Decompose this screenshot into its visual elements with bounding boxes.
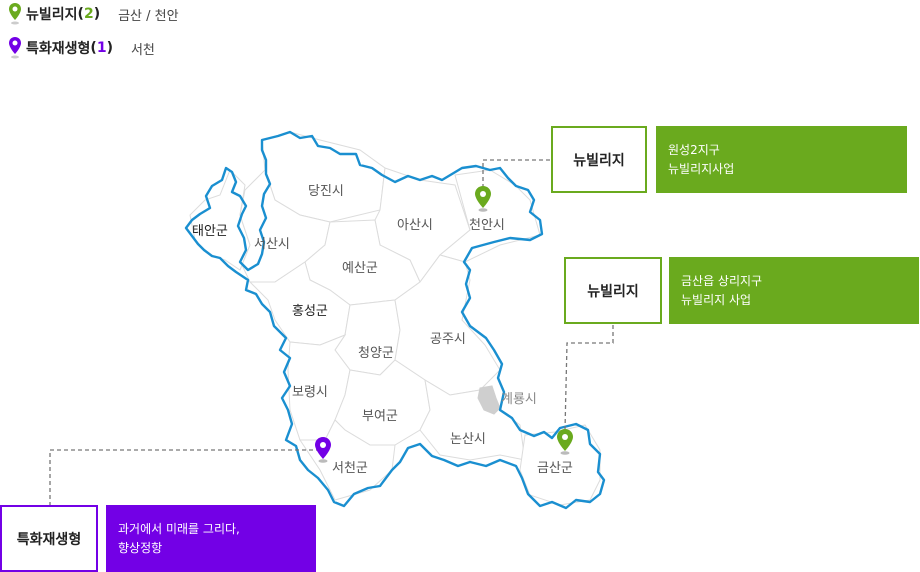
leader-line-seocheon [49, 446, 324, 505]
label-asan: 아산시 [397, 218, 433, 233]
legend-count: 2 [83, 6, 94, 22]
callout-desc-line: 뉴빌리지 사업 [681, 292, 752, 307]
legend-item-newvillage: 뉴빌리지(2) 금산 / 천안 [8, 2, 179, 26]
label-buyeo: 부여군 [362, 409, 398, 424]
legend-paren-open: ( [77, 6, 84, 22]
label-gongju: 공주시 [430, 332, 466, 347]
label-cheongyang: 청양군 [358, 346, 394, 361]
leader-line-cheonan [482, 159, 551, 188]
region-shapes [189, 131, 601, 506]
map-pin-green-icon[interactable] [475, 186, 491, 212]
label-hongseong: 홍성군 [292, 304, 328, 319]
callout-label-seocheon[interactable]: 특화재생형 [0, 505, 98, 572]
callout-desc-geumsan[interactable]: 금산읍 상리지구 뉴빌리지 사업 [669, 257, 919, 324]
legend-count: 1 [96, 40, 107, 56]
label-geumsan: 금산군 [537, 461, 573, 476]
callout-desc-line: 뉴빌리지사업 [668, 161, 735, 176]
legend-item-special: 특화재생형(1) 서천 [8, 36, 155, 60]
region-labels: 당진시 태안군 서산시 아산시 천안시 예산군 홍성군 청양군 공주시 보령시 … [192, 184, 573, 476]
callout-label-cheonan[interactable]: 뉴빌리지 [551, 126, 647, 193]
label-gyeryong: 계룡시 [501, 392, 537, 407]
map-pin-purple-icon[interactable] [315, 437, 331, 463]
region-geumsan[interactable] [519, 424, 601, 506]
label-boryeong: 보령시 [292, 385, 328, 400]
label-dangjin: 당진시 [308, 184, 344, 199]
callout-desc-line: 원성2지구 [668, 142, 720, 157]
label-seosan: 서산시 [254, 237, 290, 252]
region-gyeryong[interactable] [477, 385, 501, 415]
label-seocheon: 서천군 [332, 461, 368, 476]
callout-desc-line: 과거에서 미래를 그리다, [118, 521, 240, 536]
legend-name: 뉴빌리지 [26, 7, 78, 23]
callout-desc-seocheon[interactable]: 과거에서 미래를 그리다, 향상정항 [106, 505, 316, 572]
region-buyeo[interactable] [334, 359, 431, 446]
region-nonsan[interactable] [419, 379, 526, 461]
callout-desc-line: 금산읍 상리지구 [681, 273, 763, 288]
map-pin-purple-icon [9, 37, 21, 59]
callout-desc-line: 향상정항 [118, 540, 163, 555]
legend-places: 서천 [130, 42, 155, 58]
map-pin-green-icon[interactable] [557, 429, 573, 455]
legend-paren-close: ) [106, 40, 113, 56]
label-nonsan: 논산시 [450, 432, 486, 447]
label-cheonan: 천안시 [469, 218, 505, 233]
callout-desc-cheonan[interactable]: 원성2지구 뉴빌리지사업 [656, 126, 907, 193]
legend-name: 특화재생형 [26, 41, 91, 57]
map-pin-green-icon [9, 3, 21, 25]
province-outline [184, 130, 606, 510]
legend-places: 금산 / 천안 [118, 8, 179, 24]
leader-line-geumsan [564, 324, 614, 431]
label-taean: 태안군 [192, 224, 228, 239]
label-yesan: 예산군 [342, 261, 378, 276]
legend-paren-close: ) [93, 6, 101, 22]
legend-paren-open: ( [90, 40, 97, 56]
callout-label-geumsan[interactable]: 뉴빌리지 [564, 257, 662, 324]
